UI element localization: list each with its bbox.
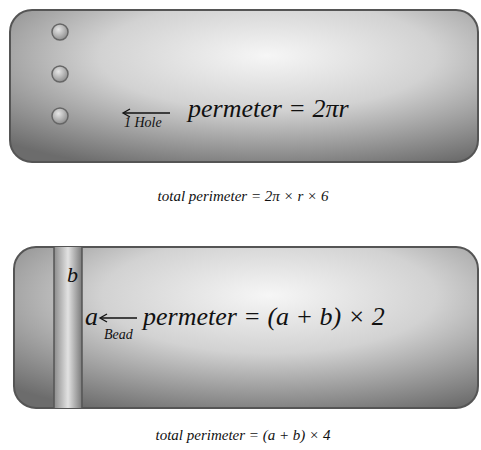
dimension-label: b	[67, 262, 78, 287]
caption-formula: total perimeter = (a + b) × 4	[156, 427, 331, 444]
dimension-label: a	[85, 302, 98, 332]
bead-plate: baBead permeter = (a + b) × 2	[14, 247, 478, 408]
hole-plate: 1 Hole permeter = 2πr	[10, 10, 478, 162]
formula-text: permeter = (a + b) × 2	[143, 302, 385, 332]
hole	[52, 108, 68, 124]
top-plate	[10, 10, 478, 162]
formula-text: permeter = 2πr	[188, 94, 349, 124]
pointer-arrow	[100, 314, 137, 322]
hole-label: 1 Hole	[124, 115, 162, 131]
hole	[52, 24, 68, 40]
hole	[52, 66, 68, 82]
bead-band	[54, 247, 82, 408]
bottom-plate	[14, 247, 478, 408]
bead-label: Bead	[104, 327, 133, 343]
caption-formula: total perimeter = 2π × r × 6	[158, 188, 329, 205]
